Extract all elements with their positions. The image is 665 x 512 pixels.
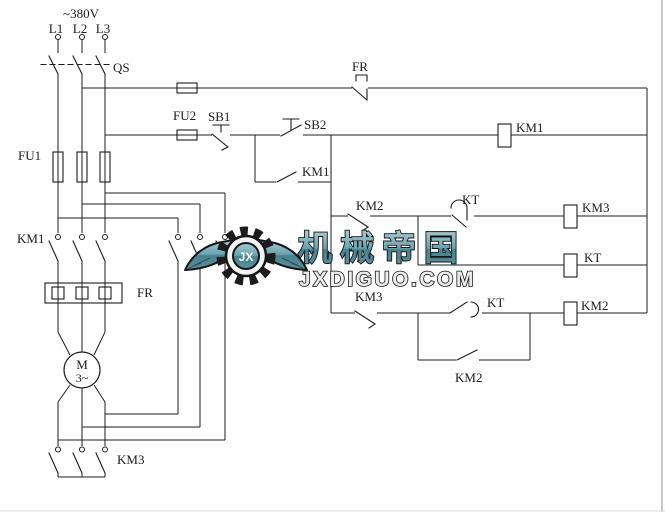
- km3-interlock-label: KM3: [355, 289, 382, 304]
- labels: ~380V L1 L2 L3 QS FU1 KM1 FR KM3 FU2 SB1…: [17, 6, 609, 467]
- contact-blade: [456, 349, 478, 361]
- motor-circle: [63, 351, 101, 389]
- qs-label: QS: [113, 60, 130, 75]
- power-wiring: [57, 40, 226, 478]
- phase-l1-label: L1: [49, 21, 63, 36]
- fuse-icon: [176, 129, 198, 141]
- thermal-release-icon: [355, 74, 368, 82]
- contact-terminal: [102, 446, 108, 453]
- fuse-icon: [99, 151, 111, 183]
- control-wiring: [82, 87, 648, 361]
- contact-terminal: [175, 234, 181, 240]
- km1-coil: [497, 123, 512, 148]
- watermark: JX 机械帝国 JXDIGUO.COM: [184, 226, 476, 292]
- motor-phase-label: 3~: [76, 371, 89, 385]
- pushbutton-actuator-icon: [212, 124, 230, 133]
- contact-blades: [48, 240, 106, 262]
- fr-nc-contact: [351, 74, 368, 101]
- km2-latch-label: KM2: [455, 370, 482, 385]
- contact-terminal: [197, 234, 203, 240]
- fuse-icon: [52, 151, 64, 183]
- kt-coil: [563, 253, 578, 278]
- pushbutton-actuator-icon: [282, 118, 300, 131]
- km3-star-contacts: [48, 446, 108, 474]
- terminal-l3: [102, 34, 108, 40]
- km2-interlock-label: KM2: [356, 198, 383, 213]
- terminal-l1: [55, 34, 61, 40]
- fu1-label: FU1: [18, 148, 41, 163]
- kt-no-label: KT: [487, 295, 504, 310]
- km3-coil-label: KM3: [582, 200, 609, 215]
- delay-arc-icon: [450, 199, 468, 221]
- contact-terminal: [55, 234, 61, 240]
- contact-terminal: [55, 446, 61, 453]
- kt-nc-label: KT: [462, 192, 479, 207]
- thermal-box: [44, 282, 123, 304]
- kt-no-delay-contact: [449, 301, 479, 318]
- contact-terminal: [79, 446, 85, 453]
- motor-letter: M: [76, 357, 88, 372]
- watermark-brand-text: 机械帝国: [298, 230, 466, 268]
- km2-coil: [563, 301, 578, 326]
- km2-latch-contact: [456, 349, 478, 361]
- sb1-label: SB1: [208, 109, 230, 124]
- phase-l3-label: L3: [96, 21, 110, 36]
- contact-blade: [449, 301, 468, 314]
- km3-interlock-contact: [354, 310, 376, 329]
- fr-thermal-element: [44, 282, 123, 304]
- power-circuit: M 3~: [40, 34, 228, 478]
- kt-coil-label: KT: [584, 250, 601, 265]
- gear-icon: JX: [216, 226, 276, 286]
- contact-terminal: [102, 234, 108, 240]
- km3-coil: [563, 204, 578, 229]
- supply-terminals: [55, 34, 108, 40]
- fu2-label: FU2: [173, 108, 196, 123]
- fuse-icon: [76, 151, 88, 183]
- contact-blade: [276, 171, 297, 183]
- sb1-stop-button: [211, 124, 230, 151]
- heater-icon: [75, 286, 89, 300]
- contact-blade: [354, 310, 376, 329]
- km1-main-label: KM1: [17, 231, 44, 246]
- supply-voltage-label: ~380V: [63, 6, 100, 21]
- phase-l2-label: L2: [73, 21, 87, 36]
- km1-latch-contact: [276, 171, 297, 183]
- fu1-fuses: [52, 151, 111, 183]
- km1-coil-label: KM1: [516, 120, 543, 135]
- km2-coil-label: KM2: [581, 298, 608, 313]
- motor: M 3~: [63, 351, 101, 389]
- fr-element-label: FR: [137, 285, 153, 300]
- watermark-site-text: JXDIGUO.COM: [299, 268, 476, 291]
- heater-icon: [98, 286, 112, 300]
- fu2-fuses: [176, 82, 198, 141]
- delay-arc-icon: [470, 301, 479, 318]
- kt-nc-delay-contact: [450, 199, 468, 228]
- contact-blade: [211, 133, 229, 151]
- contact-terminal: [222, 234, 228, 240]
- fuse-icon: [176, 82, 198, 94]
- terminal-l2: [79, 34, 85, 40]
- contact-blade: [280, 124, 302, 137]
- km2-interlock-contact: [347, 213, 369, 232]
- qs-disconnect-switch: [40, 55, 111, 75]
- control-circuit: [82, 74, 648, 361]
- contact-blade: [347, 213, 369, 232]
- km3-star-label: KM3: [117, 452, 144, 467]
- sb2-label: SB2: [304, 117, 326, 132]
- contact-terminal: [79, 234, 85, 240]
- contact-blade: [451, 214, 467, 228]
- contact-blades: [48, 452, 106, 474]
- contact-blade: [351, 86, 368, 101]
- heater-icon: [51, 286, 65, 300]
- km1-latch-label: KM1: [302, 164, 329, 179]
- fr-contact-label: FR: [352, 59, 368, 74]
- sb2-start-button: [280, 118, 302, 137]
- logo-initials: JX: [239, 250, 254, 264]
- km1-main-contacts: [48, 234, 108, 262]
